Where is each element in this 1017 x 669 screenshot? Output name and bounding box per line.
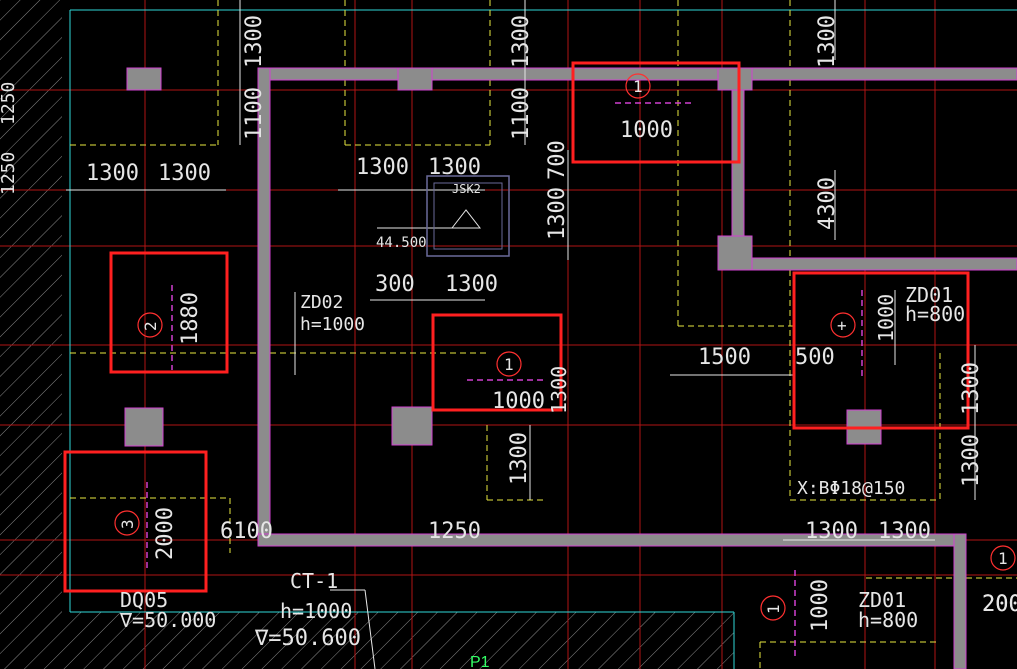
dim-1300-a: 1300 xyxy=(86,161,139,186)
dim-1000-v-bottom: 1000 xyxy=(808,579,833,632)
marker-circle-2 xyxy=(137,312,163,338)
foundation-outlines xyxy=(70,0,1017,669)
marker-arrows xyxy=(146,102,863,660)
dim-1100-v2: 1100 xyxy=(509,87,534,140)
highlight-box-right xyxy=(792,271,970,430)
dim-1250-v-left-b: 1250 xyxy=(0,152,19,195)
dimension-lines xyxy=(66,0,976,669)
highlight-box-left xyxy=(109,251,229,374)
label-zd02: ZD02 xyxy=(300,292,343,313)
dim-1300-g: 1300 xyxy=(878,519,931,544)
dim-1300-b: 1300 xyxy=(158,161,211,186)
crosshair-glyph: + xyxy=(837,316,847,335)
dim-1300-v3: 1300 xyxy=(815,15,840,68)
label-jsk2: JSK2 xyxy=(452,182,481,196)
dim-1300-d: 1300 xyxy=(428,155,481,180)
label-elevation-44500: 44.500 xyxy=(376,235,427,251)
dim-1300-v7: 1300 xyxy=(959,434,984,487)
marker-2-number: 2 xyxy=(141,321,160,331)
dim-1300-e: 1300 xyxy=(445,272,498,297)
dim-4300-v: 4300 xyxy=(815,177,840,230)
label-ct1: CT-1 xyxy=(290,569,338,593)
marker-circles xyxy=(114,73,1016,621)
label-ct1-height: h=1000 xyxy=(280,599,352,623)
dim-1300-v5: 1300 xyxy=(507,432,532,485)
label-zd01-right-length: 1000 xyxy=(874,294,898,342)
marker-circle-3 xyxy=(114,510,140,536)
dim-1500: 1500 xyxy=(698,345,751,370)
dim-300: 300 xyxy=(375,272,415,297)
dim-2000-far-right: 2000 xyxy=(982,592,1017,617)
dim-1300-v4: 1300 xyxy=(545,187,570,240)
label-zd01-bottom: ZD01 xyxy=(858,588,906,612)
highlight-box-bottom-left xyxy=(63,450,208,593)
highlight-box-top xyxy=(571,61,741,164)
highlight-box-center xyxy=(431,313,563,412)
marker-1-center-number: 1 xyxy=(504,355,514,374)
dim-1250-bottom: 1250 xyxy=(428,519,481,544)
dim-1100-v1: 1100 xyxy=(242,87,267,140)
label-dq05-elevation: ∇=50.000 xyxy=(119,608,216,632)
marker-circle-1-top xyxy=(625,73,651,99)
jsk2-symbol xyxy=(426,175,510,257)
columns xyxy=(124,67,882,447)
boundary-lines xyxy=(69,9,1017,669)
dim-1300-c: 1300 xyxy=(356,155,409,180)
dim-500: 500 xyxy=(795,345,835,370)
dim-1300-v-center-clip: 1300 xyxy=(547,366,571,414)
marker-1-center-length: 1000 xyxy=(492,389,545,414)
label-ct1-elevation: ∇=50.600 xyxy=(254,626,361,651)
dim-1250-v-left-a: 1250 xyxy=(0,82,19,125)
label-rebar: X:BΦ18@150 xyxy=(797,478,905,499)
marker-1-far-right-length: 2000 xyxy=(982,592,1017,617)
label-dq05: DQ05 xyxy=(120,588,168,612)
hatch-left-wall xyxy=(0,0,62,669)
label-zd01-bottom-height: h=800 xyxy=(858,608,918,632)
dim-700-v: 700 xyxy=(545,140,570,180)
marker-1-top-length: 1000 xyxy=(620,118,673,143)
label-zd02-height: h=1000 xyxy=(300,314,365,335)
label-zd01-right-height: h=800 xyxy=(905,302,965,326)
marker-1-bottom-number: 1 xyxy=(764,604,783,614)
label-p1: P1 xyxy=(470,654,490,669)
marker-3-length: 2000 xyxy=(153,507,178,560)
marker-1-top-number: 1 xyxy=(633,77,643,96)
dim-1300-v1: 1300 xyxy=(242,15,267,68)
marker-circle-1-bottom xyxy=(760,595,786,621)
dim-6100: 6100 xyxy=(220,519,273,544)
highlight-boxes xyxy=(63,61,970,593)
dim-1300-v2: 1300 xyxy=(509,15,534,68)
marker-circle-zd01 xyxy=(830,312,856,338)
label-zd01-right: ZD01 xyxy=(905,283,953,307)
marker-circle-1-far-right xyxy=(990,545,1016,571)
dim-1300-f: 1300 xyxy=(805,519,858,544)
hatch-bottom-strip xyxy=(62,612,734,669)
marker-circle-1-center xyxy=(496,351,522,377)
marker-1-far-right-number: 1 xyxy=(998,549,1008,568)
dim-1300-v6: 1300 xyxy=(959,362,984,415)
marker-3-number: 3 xyxy=(118,519,137,529)
marker-2-length: 1880 xyxy=(178,292,203,345)
